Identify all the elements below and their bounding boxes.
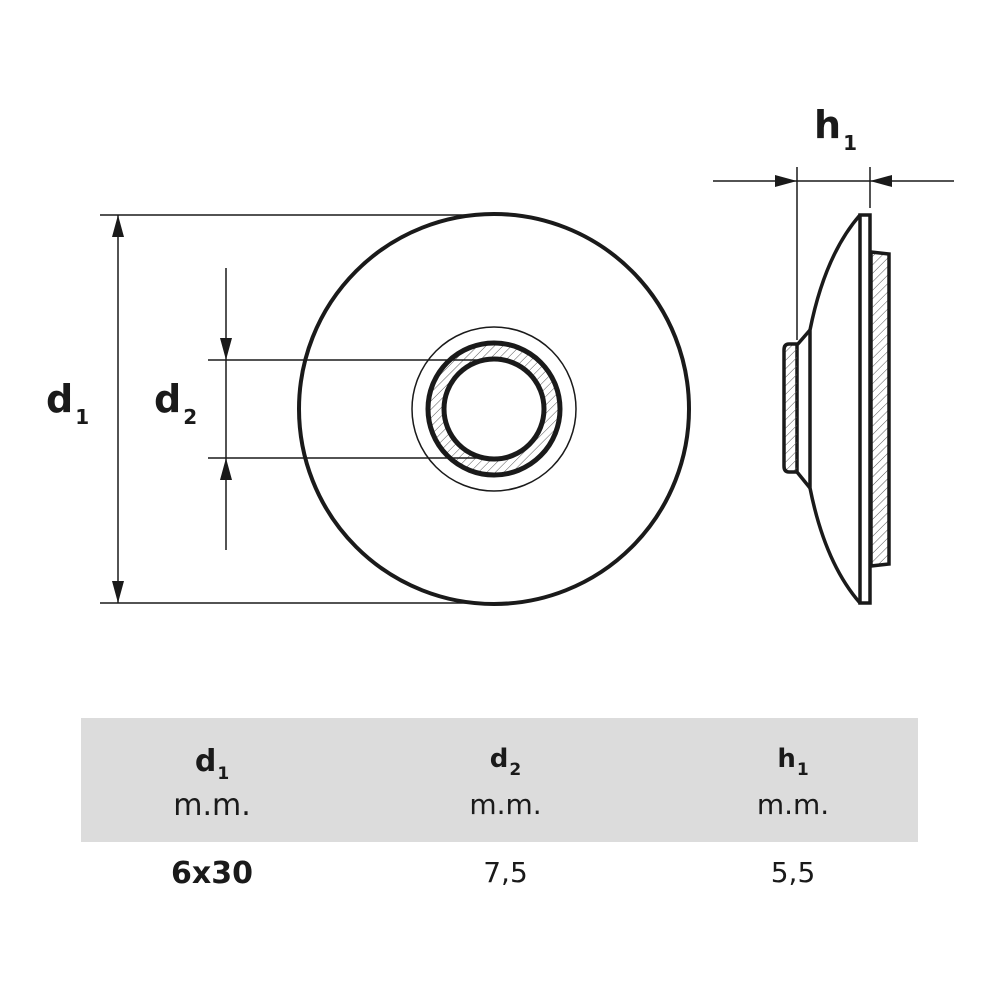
header-unit: m.m. (173, 788, 251, 823)
header-d1: d1 m.m. (81, 718, 343, 842)
header-h1: h1 m.m. (668, 718, 918, 842)
header-symbol-base: d (489, 744, 509, 774)
dimensions-table: d1 m.m. d2 m.m. h1 m.m. 6x30 7,5 5,5 (81, 718, 918, 902)
dimension-lines (100, 167, 954, 604)
seal-outline (411, 326, 577, 492)
header-symbol: d1 (81, 744, 343, 784)
header-symbol: d2 (343, 744, 668, 784)
header-unit: m.m. (756, 788, 830, 821)
label-d2-base: d (154, 377, 182, 421)
header-symbol-sub: 1 (796, 760, 809, 780)
label-h1-base: h (814, 103, 842, 147)
cell-h1: 5,5 (770, 856, 816, 889)
side-view (782, 213, 891, 605)
label-d1-sub: 1 (75, 405, 90, 429)
header-d2: d2 m.m. (343, 718, 668, 842)
header-unit: m.m. (469, 788, 542, 821)
table-row: 6x30 7,5 5,5 (81, 842, 918, 902)
header-symbol: h1 (668, 744, 918, 784)
table-header: d1 m.m. d2 m.m. h1 m.m. (81, 718, 918, 842)
header-symbol-sub: 2 (509, 760, 522, 780)
cell-d2: 7,5 (483, 856, 528, 889)
label-d1-base: d (46, 377, 74, 421)
header-symbol-base: d (194, 744, 217, 779)
label-h1-sub: 1 (843, 131, 857, 155)
hatched-ring (425, 340, 563, 478)
front-view (297, 212, 691, 606)
outer-circle (297, 212, 691, 606)
cell-d1: 6x30 (171, 856, 253, 891)
header-symbol-base: h (777, 744, 796, 774)
header-symbol-sub: 1 (217, 764, 230, 784)
label-d2-sub: 2 (183, 405, 198, 429)
